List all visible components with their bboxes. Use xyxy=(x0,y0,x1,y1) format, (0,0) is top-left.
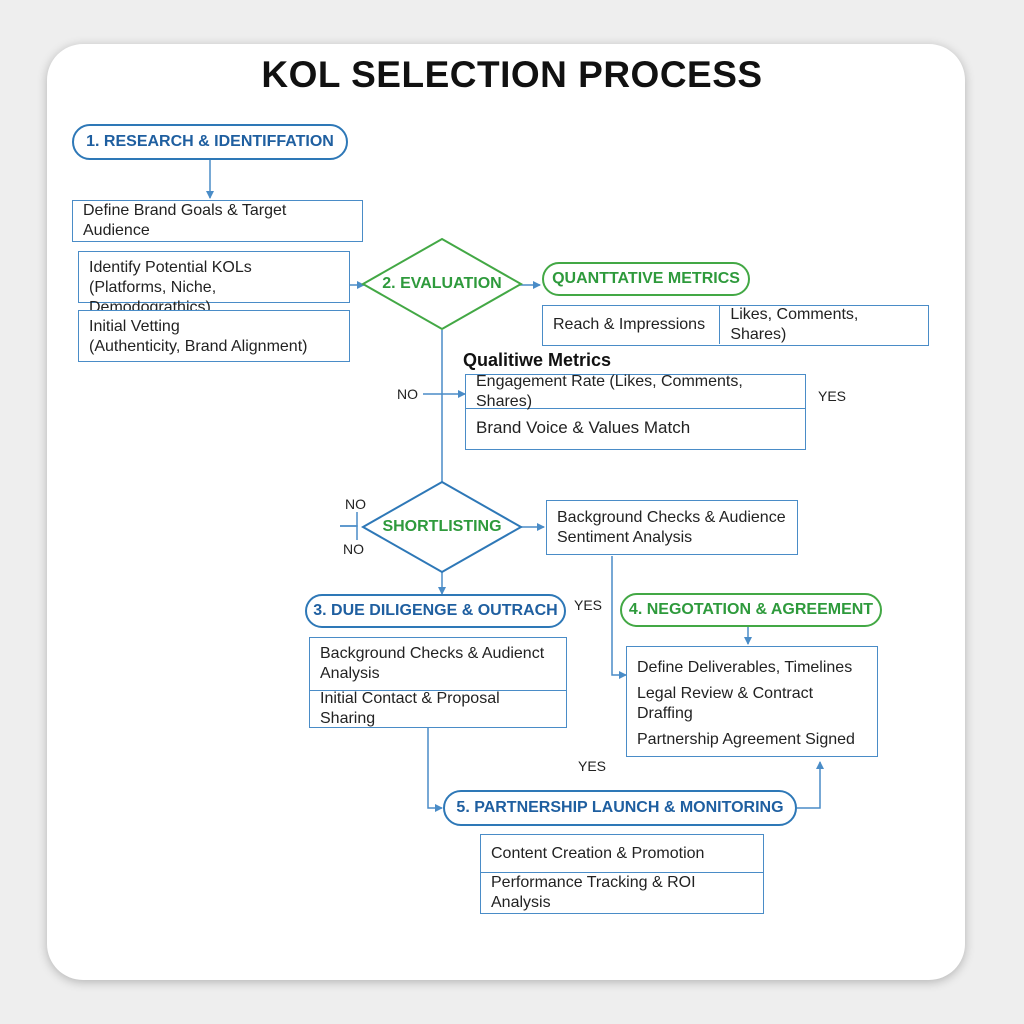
step4-box: Define Deliverables, Timelines Legal Rev… xyxy=(626,646,878,757)
step3-box: Background Checks & Audienct Analysis In… xyxy=(309,637,567,728)
step5-box: Content Creation & Promotion Performance… xyxy=(480,834,764,914)
likes-cell: Likes, Comments, Shares) xyxy=(730,306,859,343)
shortlisting-label: SHORTLISTING xyxy=(382,518,502,535)
background-checks-box: Background Checks & Audience Sentiment A… xyxy=(546,500,798,555)
engagement-row: Engagement Rate (Likes, Comments, Shares… xyxy=(466,373,805,410)
reach-cell: Reach & Impressions xyxy=(543,306,721,344)
yes-label-qual: YES xyxy=(818,388,847,404)
step3-due-diligence-pill: 3. DUE DILIGENGE & OUTRACH xyxy=(305,594,566,628)
quant-metrics-pill: QUANTTATIVE METRICS xyxy=(542,262,750,296)
shortlisting-diamond xyxy=(360,480,524,574)
step4-negotiation-pill: 4. NEGOTATION & AGREEMENT xyxy=(620,593,882,627)
yes-label-step3: YES xyxy=(574,597,603,613)
qual-metrics-heading: Qualitiwe Metrics xyxy=(463,350,612,370)
yes-label-step4: YES xyxy=(578,758,607,774)
identify-kols-box: Identify Potential KOLs (Platforms, Nich… xyxy=(78,251,350,316)
initial-vetting-box: Initial Vetting (Authenticity, Brand Ali… xyxy=(78,310,350,362)
no-label-short-bottom: NO xyxy=(343,541,364,557)
step1-research-pill: 1. RESEARCH & IDENTIFFATION xyxy=(72,124,348,160)
evaluation-diamond xyxy=(360,237,524,331)
no-label-short-top: NO xyxy=(345,496,366,512)
define-goals-box: Define Brand Goals & Target Audience xyxy=(72,200,363,242)
evaluation-label: 2. EVALUATION xyxy=(382,275,502,292)
brand-voice-row: Brand Voice & Values Match xyxy=(476,418,691,437)
step3-row-1: Background Checks & Audienct Analysis xyxy=(310,638,566,691)
page-title: KOL SELECTION PROCESS xyxy=(261,54,763,95)
qual-metrics-box: Engagement Rate (Likes, Comments, Shares… xyxy=(465,373,806,450)
step5-launch-pill: 5. PARTNERSHIP LAUNCH & MONITORING xyxy=(443,790,797,826)
no-label-eval: NO xyxy=(397,386,418,402)
quant-metrics-box: Reach & Impressions Likes, Comments, Sha… xyxy=(542,305,929,346)
step3-row-2: Initial Contact & Proposal Sharing xyxy=(320,689,500,727)
